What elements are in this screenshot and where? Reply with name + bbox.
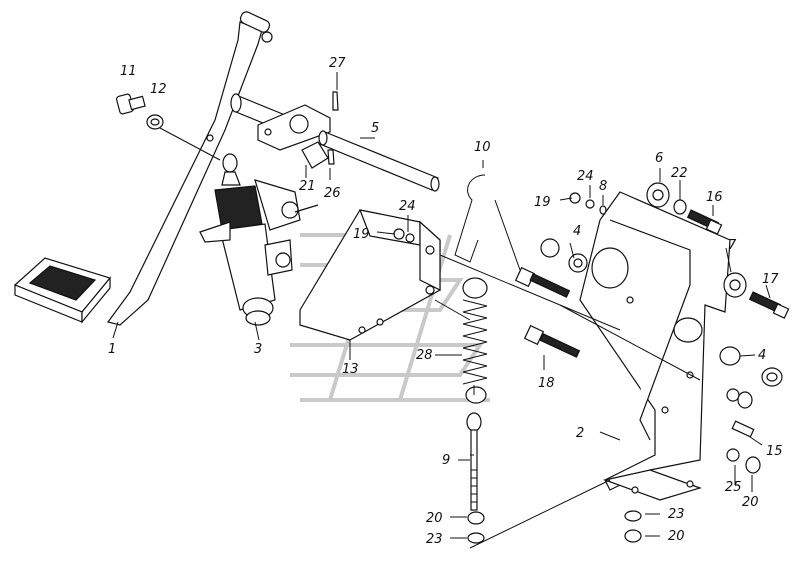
nut-19-left: [393, 228, 405, 240]
bolt-15: [731, 420, 755, 438]
pedal-lever: [106, 11, 273, 326]
callout-22: 22: [671, 166, 688, 181]
spring-28: [462, 277, 488, 404]
cotter-pin-27: [332, 91, 339, 111]
bushing-12: [146, 114, 164, 130]
callout-19-right: 19: [534, 195, 551, 210]
callout-24-left: 24: [399, 199, 416, 214]
cotter-pin-26: [327, 149, 335, 165]
callout-26: 26: [324, 186, 341, 201]
callout-9: 9: [442, 453, 450, 468]
callout-12: 12: [150, 82, 167, 97]
nut-20-right-bottom: [624, 529, 642, 543]
leader-lines: [112, 72, 771, 549]
callout-6: 6: [655, 151, 663, 166]
eye-bolt-9: [466, 412, 482, 511]
callout-16: 16: [706, 190, 723, 205]
bolt-18: [523, 324, 581, 358]
callout-28: 28: [416, 348, 433, 363]
callout-labels: 1 2 3 4 4 5 6 7 8 9 10 11 12 13 15 16 17…: [108, 56, 783, 547]
callout-3: 3: [254, 342, 262, 357]
callout-4-left: 4: [573, 224, 581, 239]
callout-20-right: 20: [742, 495, 759, 510]
callout-13: 13: [342, 362, 359, 377]
callout-8: 8: [599, 179, 607, 194]
washer-4-right: [719, 346, 783, 387]
callout-19-left: 19: [353, 227, 370, 242]
washer-4-left: [540, 238, 588, 273]
callout-1: 1: [108, 342, 116, 357]
hook-rod-10: [454, 174, 486, 263]
callout-23-bottom-left: 23: [426, 532, 443, 547]
callout-23-bottom-right: 23: [668, 507, 685, 522]
callout-7: 7: [728, 238, 737, 253]
washer-24-right: [585, 199, 595, 209]
nut-20-bottom: [467, 511, 485, 525]
callout-17: 17: [762, 272, 779, 287]
callout-27: 27: [329, 56, 346, 71]
pin-8: [599, 205, 607, 215]
bushing-7: [723, 272, 747, 298]
washer-23-bottom: [467, 532, 485, 544]
bushing-6: [646, 182, 670, 208]
bolt-upper: [514, 266, 571, 298]
main-bracket-2: [579, 191, 731, 501]
callout-5: 5: [371, 121, 379, 136]
pin-5: [318, 130, 440, 192]
callout-2: 2: [576, 426, 584, 441]
callout-21: 21: [299, 179, 316, 194]
bolt-11: [115, 93, 146, 115]
clevis-21: [301, 141, 329, 169]
callout-4-right: 4: [758, 348, 766, 363]
bolt-16: [686, 209, 723, 235]
callout-18: 18: [538, 376, 555, 391]
callout-24-right: 24: [577, 169, 594, 184]
master-cylinder: [199, 153, 319, 326]
axle-bracket: [257, 104, 331, 151]
callout-20-bottom-right: 20: [668, 529, 685, 544]
callout-11: 11: [120, 64, 137, 79]
washer-24-left: [405, 233, 415, 243]
bracket-13: [299, 209, 441, 341]
washer-22: [673, 199, 687, 215]
callout-25: 25: [725, 480, 742, 495]
washer-23-right: [624, 510, 642, 522]
callout-20-bottom-left: 20: [426, 511, 443, 526]
nut-20-right: [737, 391, 761, 474]
pedal-pad: [13, 257, 112, 324]
washer-25: [726, 388, 740, 462]
callout-15: 15: [766, 444, 783, 459]
bolt-17: [748, 291, 790, 319]
callout-10: 10: [474, 140, 491, 155]
